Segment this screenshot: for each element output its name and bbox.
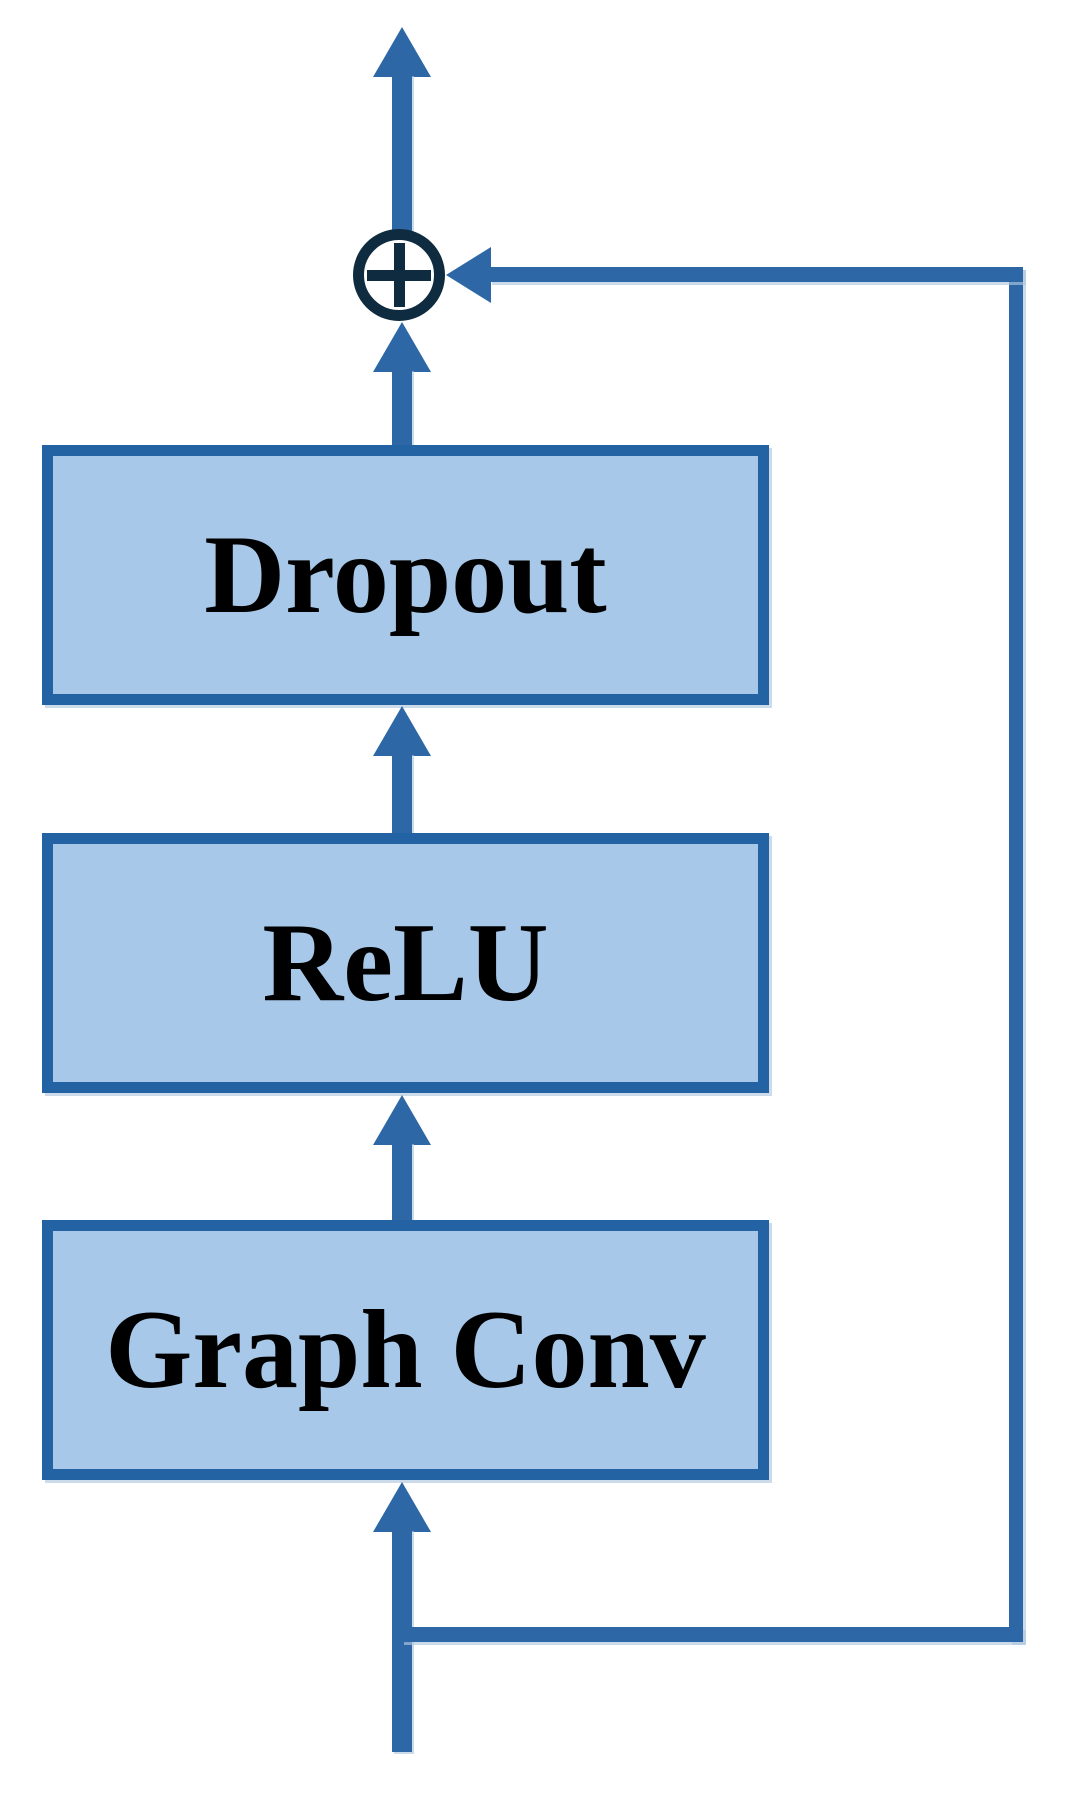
dropout-to-add-arrow-shaft bbox=[392, 369, 412, 447]
block-relu: ReLU bbox=[42, 833, 769, 1093]
relu-to-dropout-arrow-shaft bbox=[392, 753, 412, 835]
plus-horizontal-bar bbox=[367, 269, 431, 281]
block-graph-conv: Graph Conv bbox=[42, 1220, 769, 1480]
graphconv-to-relu-arrow-shaft bbox=[392, 1142, 412, 1222]
block-dropout-label: Dropout bbox=[204, 513, 607, 637]
skip-connection-right-line bbox=[1009, 267, 1023, 1642]
dropout-to-add-arrowhead-icon bbox=[373, 322, 431, 372]
output-arrow-shaft bbox=[392, 74, 412, 234]
block-dropout: Dropout bbox=[42, 445, 769, 705]
block-graph-conv-label: Graph Conv bbox=[105, 1288, 706, 1412]
block-relu-label: ReLU bbox=[262, 901, 549, 1025]
skip-to-add-arrowhead-icon bbox=[446, 247, 491, 303]
output-arrowhead-icon bbox=[373, 27, 431, 77]
input-arrowhead-icon bbox=[373, 1482, 431, 1532]
graphconv-to-relu-arrowhead-icon bbox=[373, 1095, 431, 1145]
add-operator-circle-plus-icon bbox=[353, 229, 445, 321]
relu-to-dropout-arrowhead-icon bbox=[373, 706, 431, 756]
skip-connection-top-line bbox=[489, 267, 1023, 282]
skip-connection-bottom-line bbox=[401, 1627, 1023, 1642]
